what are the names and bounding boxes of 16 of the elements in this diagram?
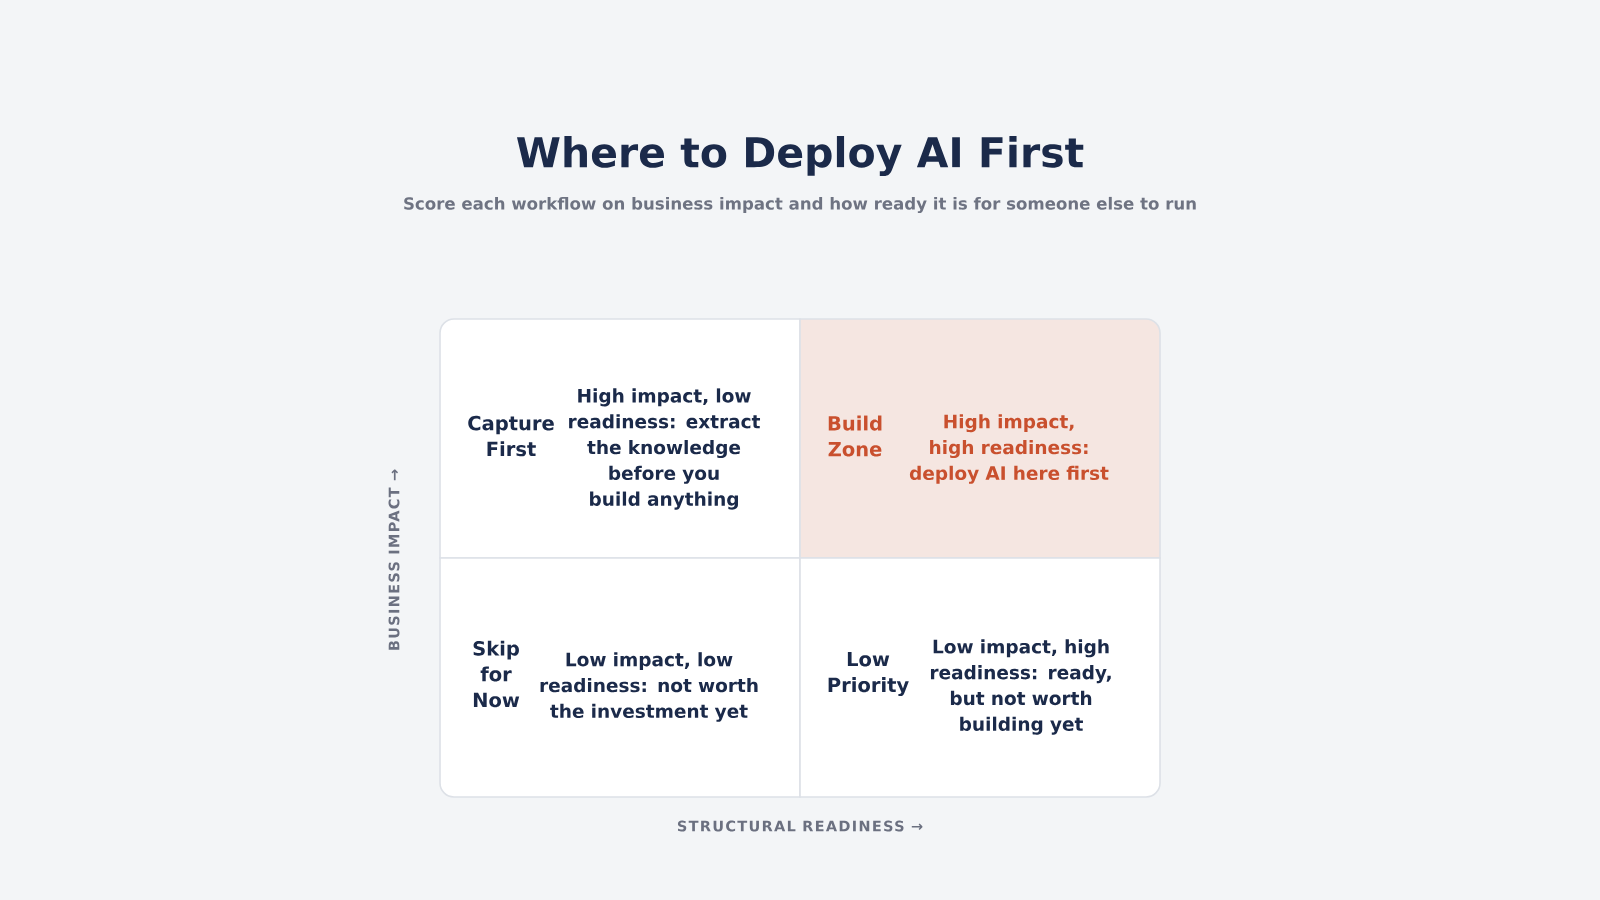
quadrant-cell (439, 557, 801, 798)
quadrant-heading: Capture First (468, 415, 554, 457)
quadrant-heading: Low Priority (828, 651, 909, 697)
subtitle: Score each workflow on business impact and how ready it is for someone else to run (404, 196, 1196, 214)
quadrant-cell (799, 318, 1161, 559)
title: Where to Deploy AI First (516, 136, 1084, 176)
quadrant-cell (799, 557, 1161, 798)
quadrant-cell (439, 318, 801, 559)
quadrant-description: High impact, low readiness: extract the knowledge before you build anything (569, 388, 760, 510)
axis-label: STRUCTURAL READINESS → (677, 820, 923, 832)
quadrant-heading: Skip for Now (473, 640, 520, 708)
quadrant-description: Low impact, high readiness: ready, but not worth building yet (931, 639, 1111, 735)
quadrant-description: High impact, high readiness: deploy AI here first (909, 414, 1109, 484)
quadrant-description: Low impact, low readiness: not worth the investment yet (540, 652, 758, 722)
axis-label: BUSINESS IMPACT → (388, 469, 400, 650)
quadrant-heading: Build Zone (828, 415, 882, 457)
